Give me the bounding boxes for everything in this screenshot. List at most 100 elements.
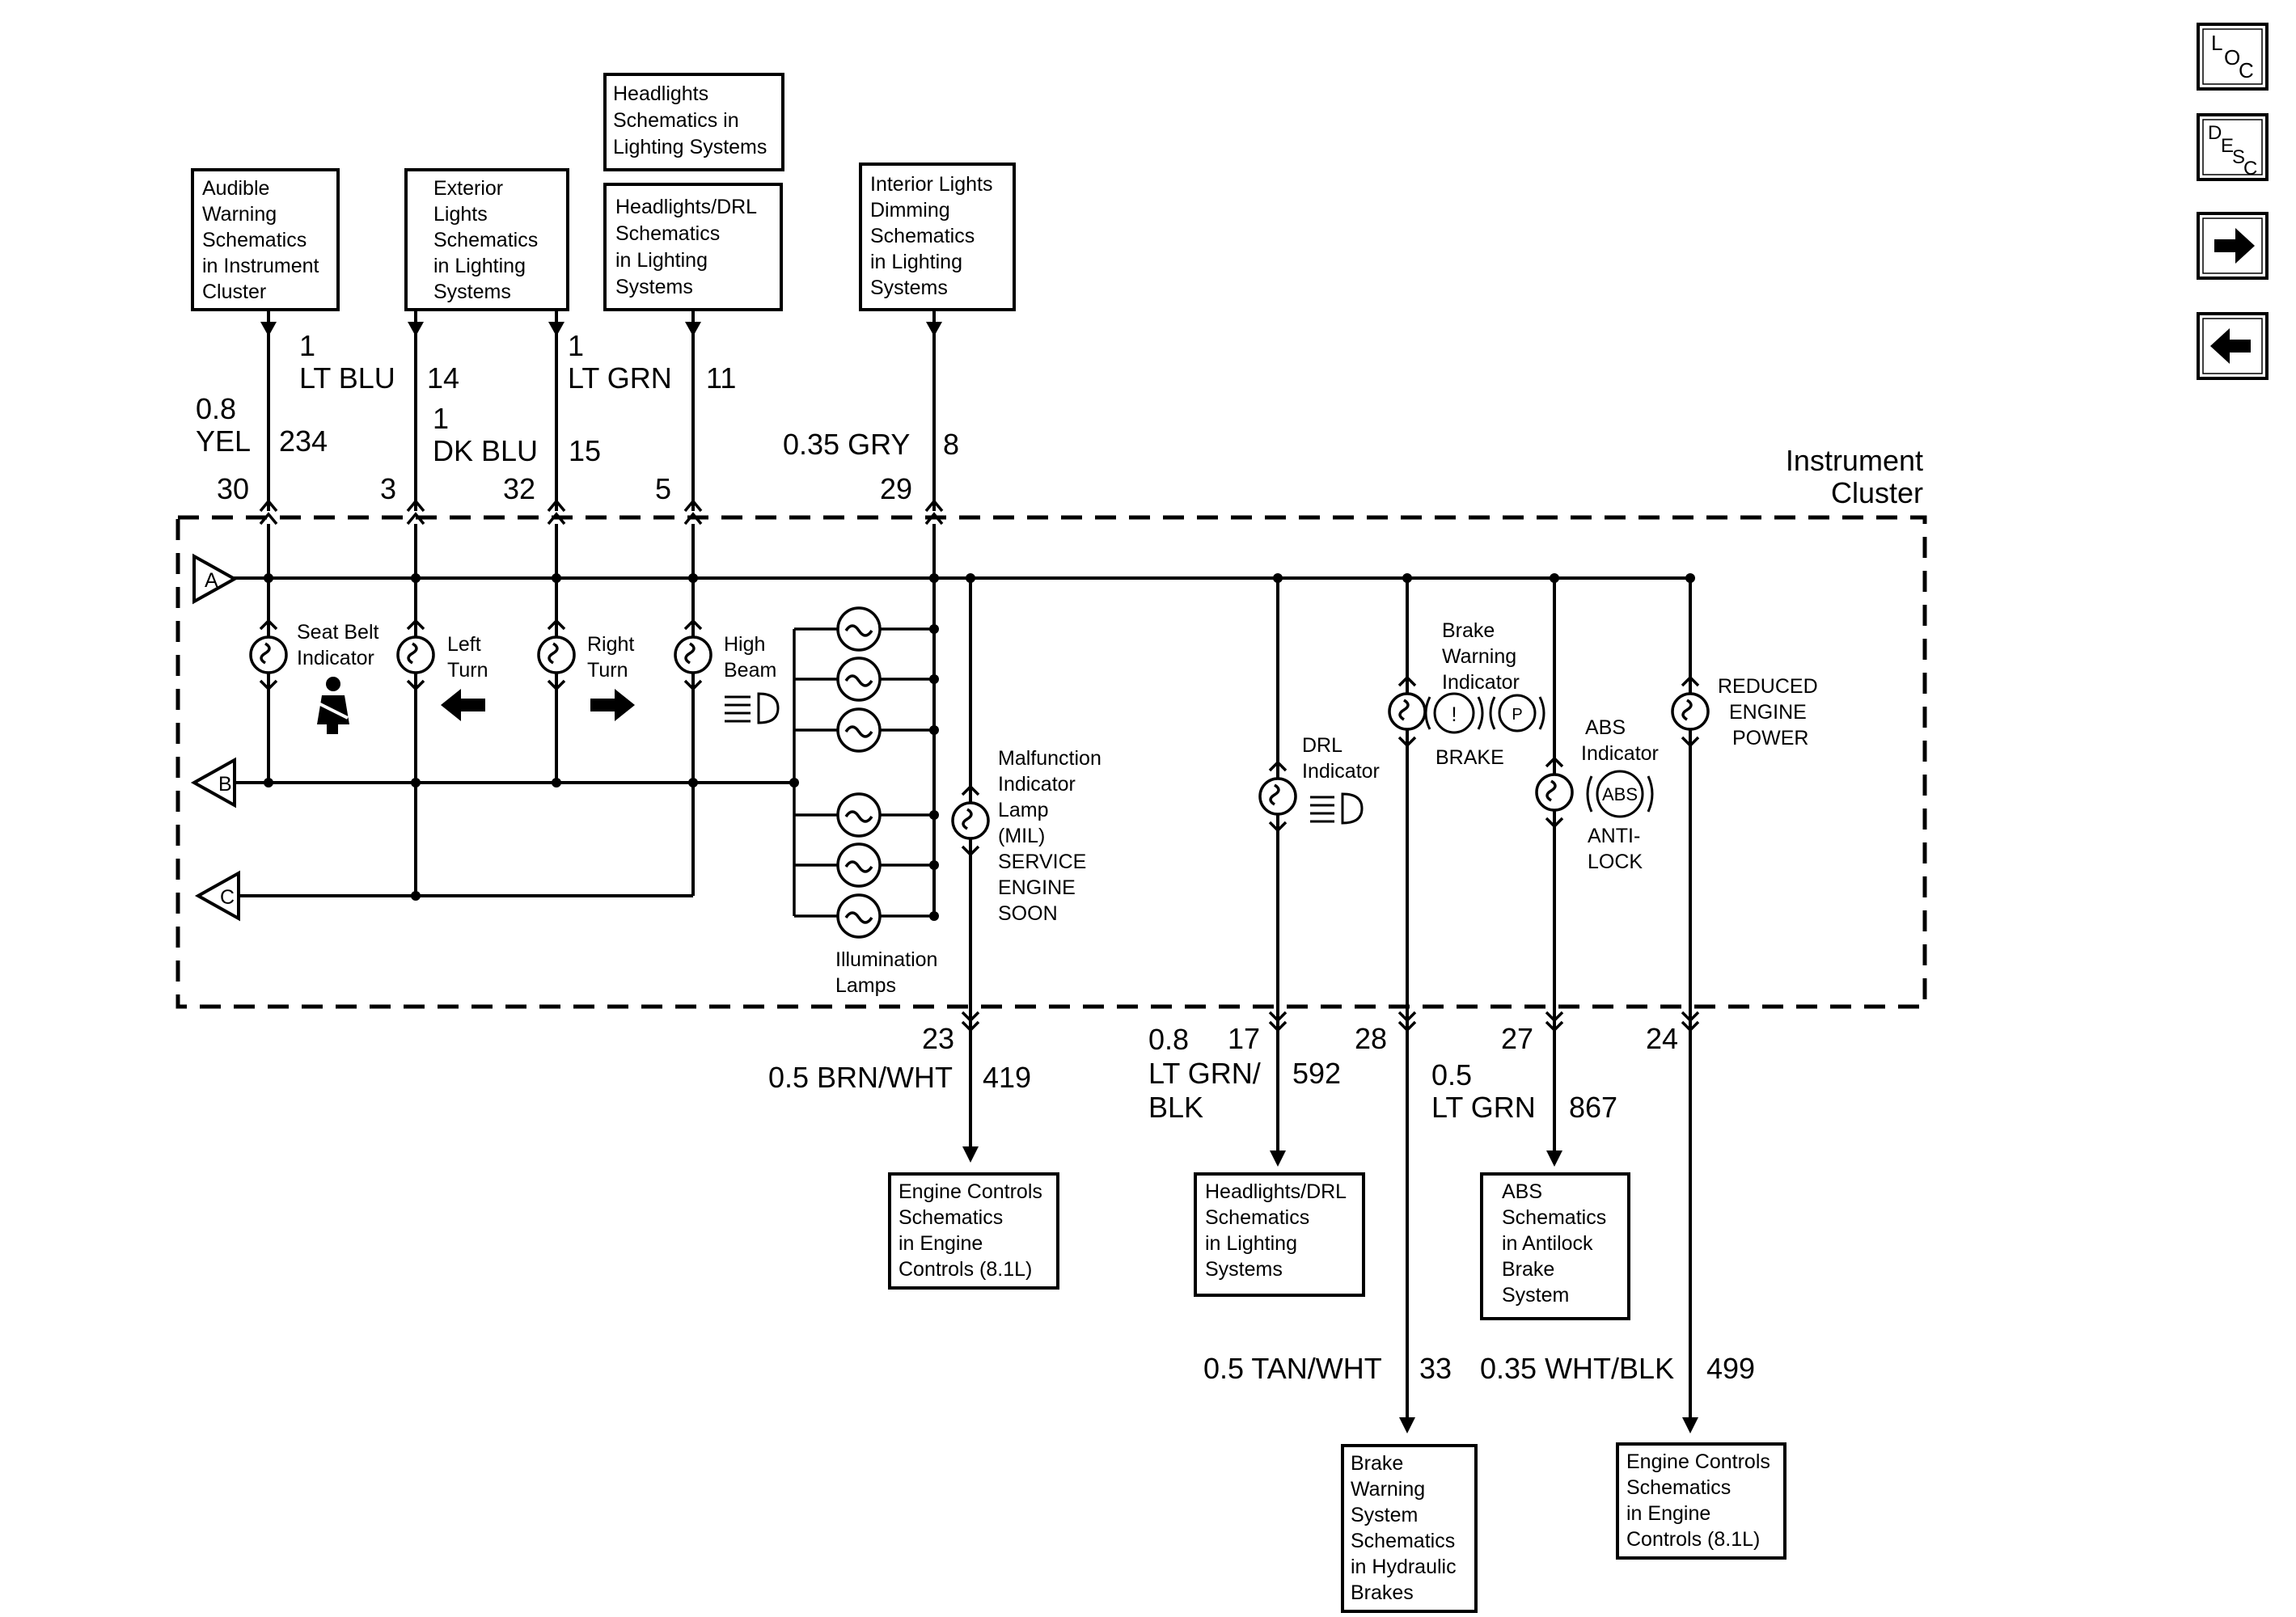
wire-30-color: YEL: [196, 424, 251, 458]
svg-text:Schematics: Schematics: [1626, 1476, 1731, 1499]
pin-27: 27: [1501, 1022, 1533, 1055]
bottom-connector-chevrons: [961, 1011, 1700, 1032]
seat-belt-label-2: Indicator: [297, 647, 374, 669]
ref-box-headlights-drl-top[interactable]: Headlights/DRL Schematics in Lighting Sy…: [603, 183, 783, 311]
svg-text:Systems: Systems: [870, 277, 948, 299]
illumination-lamps: [793, 606, 934, 939]
svg-text:Engine Controls: Engine Controls: [1626, 1450, 1770, 1473]
pin-30: 30: [217, 472, 249, 505]
brake-label-1: Brake: [1442, 619, 1495, 642]
left-turn-label-2: Turn: [447, 659, 488, 682]
wire-30-size: 0.8: [196, 392, 236, 425]
svg-text:Schematics: Schematics: [870, 225, 975, 247]
bulb-abs: [1535, 756, 1574, 829]
brake-label-3: Indicator: [1442, 671, 1520, 694]
wire-3-size: 1: [299, 329, 315, 362]
desc-button[interactable]: D E S C: [2197, 113, 2269, 181]
loc-button[interactable]: L O C: [2197, 23, 2269, 91]
seat-belt-icon: [317, 677, 349, 734]
svg-text:O: O: [2224, 45, 2240, 70]
forward-button[interactable]: [2197, 212, 2269, 280]
bulbs: [249, 619, 1710, 857]
bulb-high-beam: [674, 619, 712, 691]
illumination-label-2: Lamps: [835, 974, 896, 997]
ref-box-interior-lights[interactable]: Interior Lights Dimming Schematics in Li…: [859, 163, 1016, 311]
drl-label-2: Indicator: [1302, 760, 1380, 783]
ref-box-audible-warning[interactable]: Audible Warning Schematics in Instrument…: [191, 168, 340, 311]
drl-icon: [1310, 792, 1364, 825]
left-turn-label-1: Left: [447, 633, 481, 656]
wire-28-circuit: 33: [1419, 1352, 1452, 1385]
ref-box-headlights-top[interactable]: Headlights Schematics in Lighting System…: [603, 73, 784, 171]
cluster-title-line2: Cluster: [1831, 476, 1923, 509]
abs-label-1: ABS: [1585, 716, 1626, 739]
pin-17: 17: [1228, 1022, 1260, 1055]
svg-text:Brake: Brake: [1351, 1452, 1403, 1475]
pin-5: 5: [655, 472, 671, 505]
right-turn-label-1: Right: [587, 633, 634, 656]
wire-3-color: LT BLU: [299, 361, 395, 395]
ref-box-engine-controls-2[interactable]: Engine Controls Schematics in Engine Con…: [1616, 1442, 1786, 1560]
svg-text:C: C: [2243, 158, 2257, 179]
pin-32: 32: [503, 472, 535, 505]
pin-3: 3: [380, 472, 396, 505]
wire-17-size: 0.8: [1148, 1023, 1189, 1056]
wire-3-circuit: 14: [427, 361, 459, 395]
svg-text:Brake: Brake: [1502, 1258, 1554, 1281]
svg-text:Controls (8.1L): Controls (8.1L): [899, 1258, 1032, 1281]
abs-text-2: LOCK: [1588, 851, 1643, 873]
svg-text:Engine Controls: Engine Controls: [899, 1180, 1042, 1203]
svg-text:Headlights: Headlights: [613, 82, 708, 105]
svg-text:in Lighting: in Lighting: [433, 255, 526, 277]
wire-5-color: LT GRN: [568, 361, 672, 395]
mil-label-5: SERVICE: [998, 851, 1086, 873]
wire-17-circuit: 592: [1292, 1057, 1341, 1090]
svg-text:E: E: [2221, 135, 2234, 157]
svg-text:C: C: [2239, 58, 2254, 82]
wire-5-circuit: 11: [706, 361, 736, 395]
svg-text:Controls (8.1L): Controls (8.1L): [1626, 1528, 1760, 1551]
top-wires: [267, 310, 936, 511]
svg-text:Schematics: Schematics: [202, 229, 307, 251]
svg-text:D: D: [2208, 122, 2222, 144]
ref-box-headlights-drl-bottom[interactable]: Headlights/DRL Schematics in Lighting Sy…: [1194, 1172, 1365, 1297]
wire-17-color-1: LT GRN/: [1148, 1057, 1261, 1090]
svg-text:Headlights/DRL: Headlights/DRL: [615, 196, 757, 218]
svg-text:Systems: Systems: [1205, 1258, 1283, 1281]
bulb-mil: [951, 784, 990, 857]
wire-29-label: 0.35 GRY: [783, 428, 910, 461]
brake-label-2: Warning: [1442, 645, 1516, 668]
ref-box-abs[interactable]: ABS Schematics in Antilock Brake System: [1480, 1172, 1630, 1320]
svg-text:Schematics: Schematics: [899, 1206, 1003, 1229]
pin-28: 28: [1355, 1022, 1387, 1055]
svg-text:A: A: [205, 569, 218, 592]
svg-text:Audible: Audible: [202, 177, 269, 200]
brake-parking-symbol: P: [1512, 706, 1522, 724]
svg-text:Dimming: Dimming: [870, 199, 950, 222]
bus-lines: [218, 576, 1690, 897]
pin-24: 24: [1646, 1022, 1678, 1055]
wire-29-circuit: 8: [943, 428, 959, 461]
wire-27-circuit: 867: [1569, 1091, 1617, 1124]
back-arrow-icon: [2210, 328, 2251, 364]
wire-32-size: 1: [433, 402, 449, 435]
wire-5-size: 1: [568, 329, 584, 362]
right-arrow-icon: [590, 689, 635, 721]
reduced-power-label-1: REDUCED: [1718, 675, 1818, 698]
abs-icon: [1586, 770, 1654, 818]
ref-box-brake-warning[interactable]: Brake Warning System Schematics in Hydra…: [1341, 1444, 1478, 1613]
ref-box-exterior-lights[interactable]: Exterior Lights Schematics in Lighting S…: [404, 168, 569, 311]
reduced-power-label-3: POWER: [1732, 727, 1808, 749]
wire-32-circuit: 15: [569, 434, 601, 467]
left-arrow-icon: [441, 689, 485, 721]
svg-text:in Lighting: in Lighting: [615, 249, 708, 272]
ref-box-engine-controls-1[interactable]: Engine Controls Schematics in Engine Con…: [888, 1172, 1059, 1290]
svg-text:Interior Lights: Interior Lights: [870, 173, 992, 196]
bulb-left-turn: [396, 619, 435, 691]
high-beam-label-1: High: [724, 633, 765, 656]
svg-text:Lights: Lights: [433, 203, 488, 226]
wire-23-label: 0.5 BRN/WHT: [768, 1061, 953, 1094]
back-button[interactable]: [2197, 312, 2269, 380]
brake-warning-icon: [1424, 692, 1545, 734]
abs-label-2: Indicator: [1581, 742, 1659, 765]
